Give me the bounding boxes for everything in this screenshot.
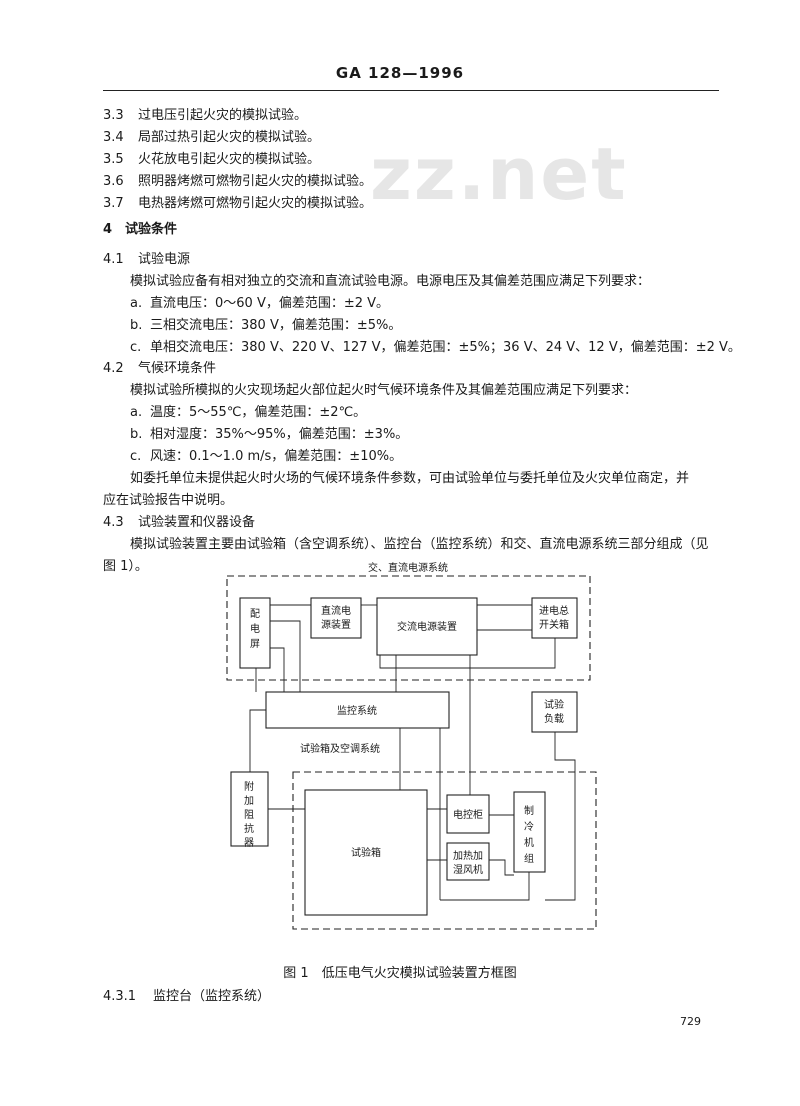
heater-fan-label: 湿风机: [453, 863, 483, 876]
paragraph: 模拟试验所模拟的火灾现场起火部位起火时气候环境条件及其偏差范围应满足下列要求：: [130, 383, 638, 398]
test-chamber-box: [304, 789, 428, 916]
ac-supply-box: [376, 597, 478, 656]
distribution-panel-label: 电: [250, 622, 260, 635]
extra-impedance-label: 加: [244, 795, 254, 807]
test-load-label: 负载: [544, 712, 564, 725]
power-system-label: 交、直流电源系统: [368, 561, 448, 574]
power-system-boundary: [226, 575, 591, 681]
list-item: a.温度：5～55℃，偏差范围：±2℃。: [130, 405, 367, 420]
test-chamber-label: 试验箱: [351, 846, 381, 859]
distribution-panel-label: 屏: [250, 638, 260, 650]
dc-supply-box: [310, 597, 362, 639]
refrigeration-label: 机: [524, 836, 534, 849]
refrigeration-label: 冷: [524, 820, 534, 833]
chamber-system-label: 试验箱及空调系统: [300, 742, 380, 755]
monitoring-label: 监控系统: [337, 704, 377, 717]
list-item: a.直流电压：0～60 V，偏差范围：±2 V。: [130, 296, 390, 311]
header-rule: [103, 90, 719, 91]
paragraph: 模拟试验应备有相对独立的交流和直流试验电源。电源电压及其偏差范围应满足下列要求：: [130, 274, 651, 289]
figure-caption: 图 1 低压电气火灾模拟试验装置方框图: [283, 966, 517, 981]
extra-impedance-label: 器: [244, 837, 254, 849]
extra-impedance-label: 附: [244, 780, 254, 793]
control-cabinet-label: 电控柜: [453, 808, 483, 821]
paragraph: 模拟试验装置主要由试验箱（含空调系统）、监控台（监控系统）和交、直流电源系统三部…: [130, 537, 709, 552]
list-item: c.单相交流电压：380 V、220 V、127 V，偏差范围：±5%；36 V…: [130, 340, 741, 355]
distribution-panel-label: 配: [250, 608, 260, 620]
paragraph: 图 1）。: [103, 559, 148, 574]
watermark: zz.net: [370, 132, 628, 216]
chamber-system-boundary: [292, 771, 597, 930]
dc-supply-label: 直流电: [321, 604, 351, 617]
extra-impedance-label: 抗: [244, 822, 254, 835]
dc-supply-label: 源装置: [321, 618, 351, 631]
test-load-box: [531, 691, 578, 733]
refrigeration-box: [513, 791, 546, 873]
page-header-title: GA 128—1996: [335, 64, 465, 82]
main-switch-label: 进电总: [539, 604, 569, 617]
test-load-label: 试验: [544, 698, 564, 711]
extra-impedance-label: 阻: [244, 809, 254, 821]
page-number: 729: [680, 1015, 701, 1028]
list-item: b.三相交流电压：380 V，偏差范围：±5%。: [130, 318, 402, 333]
main-switch-box: [531, 597, 578, 639]
distribution-panel-box: [239, 597, 271, 669]
refrigeration-label: 制: [524, 804, 534, 817]
control-cabinet-box: [446, 794, 490, 834]
paragraph: 应在试验报告中说明。: [103, 493, 234, 508]
main-switch-label: 开关箱: [539, 618, 569, 631]
refrigeration-label: 组: [524, 852, 534, 865]
heater-fan-box: [446, 842, 490, 881]
heater-fan-label: 加热加: [453, 849, 483, 862]
list-item: c.风速：0.1～1.0 m/s，偏差范围：±10%。: [130, 449, 403, 464]
list-item: b.相对湿度：35%～95%，偏差范围：±3%。: [130, 427, 409, 442]
paragraph: 如委托单位未提供起火时火场的气候环境条件参数，可由试验单位与委托单位及火灾单位商…: [130, 471, 690, 486]
ac-supply-label: 交流电源装置: [397, 620, 457, 633]
